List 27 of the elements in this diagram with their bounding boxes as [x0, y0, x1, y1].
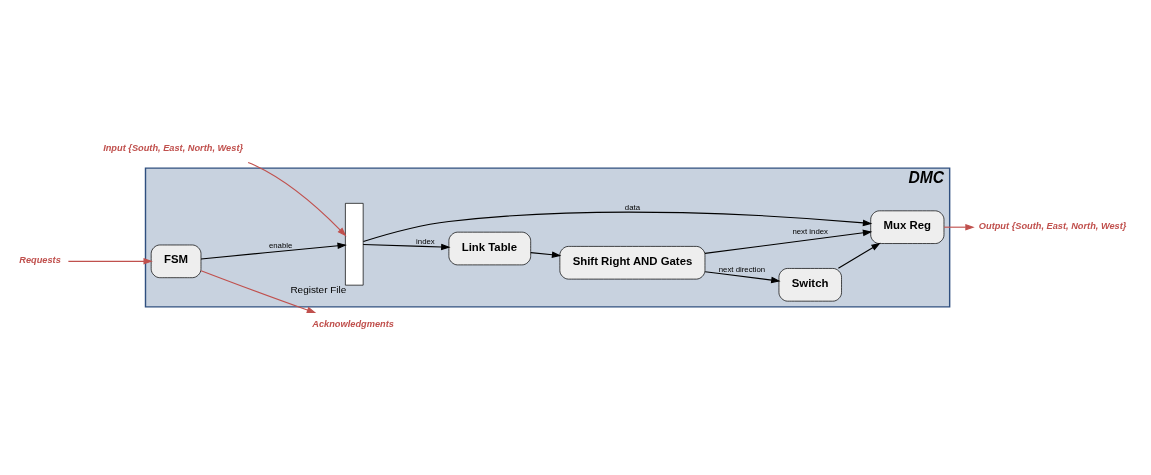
arrow: [704, 229, 873, 254]
node-box: Shift Right AND Gates: [559, 246, 706, 280]
node-text: Output {South, East, North, West}: [978, 220, 1127, 231]
edge-label: next direction: [718, 264, 766, 274]
node-text: Input {South, East, North, West}: [103, 143, 244, 154]
arrow: [362, 243, 451, 251]
arrow: [362, 211, 873, 243]
node-bar: [345, 203, 364, 286]
arrow: [67, 258, 153, 265]
node-text: Requests: [19, 255, 61, 266]
arrow: [943, 223, 975, 231]
arrow: [200, 270, 317, 314]
edge-label: next index: [792, 227, 829, 237]
arrow: [704, 271, 781, 284]
node-label: Register File: [290, 284, 347, 296]
edge-label: enable: [268, 241, 293, 251]
arrow: [200, 242, 347, 260]
node-box: Switch: [778, 268, 842, 302]
arrow: [530, 251, 562, 258]
edge-label: index: [416, 237, 435, 247]
node-box: FSM: [150, 244, 202, 279]
arrow: [837, 242, 881, 269]
node-box: Link Table: [448, 231, 532, 266]
node-text: Acknowledgments: [312, 319, 394, 330]
arrow: [247, 161, 347, 237]
edge-label: data: [624, 202, 641, 212]
node-box: Mux Reg: [870, 210, 945, 244]
